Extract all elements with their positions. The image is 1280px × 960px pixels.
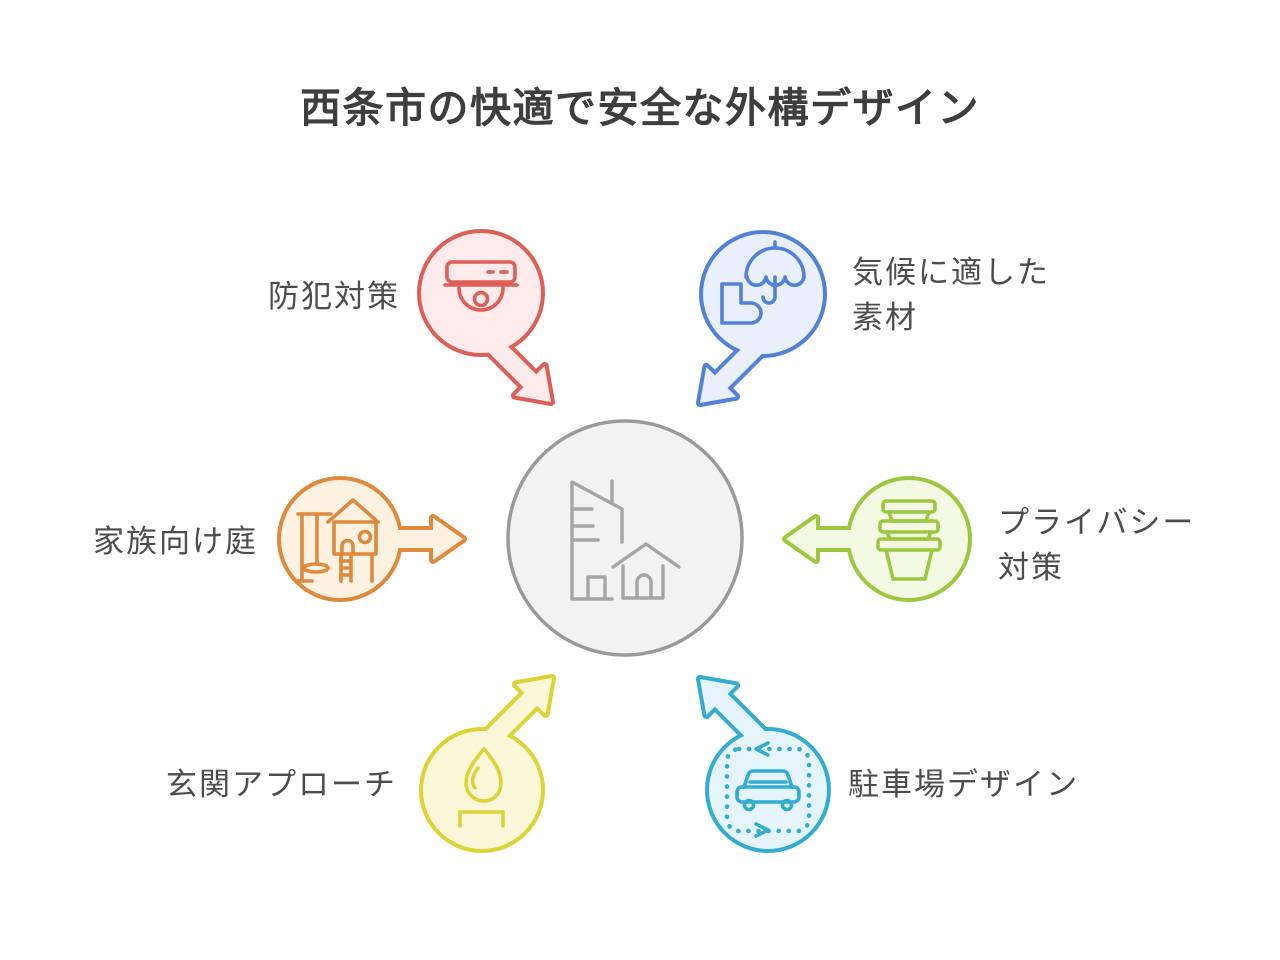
- buildings-icon: [570, 479, 681, 601]
- node-climate-materials: [696, 230, 827, 407]
- label-security: 防犯対策: [268, 279, 400, 314]
- playground-icon: [294, 498, 380, 583]
- label-privacy: プライバシー 対策: [998, 505, 1196, 585]
- label-family-garden: 家族向け庭: [93, 524, 258, 559]
- stacked-planters-icon: [876, 499, 942, 581]
- node-family-garden: [277, 476, 467, 602]
- page-title: 西条市の快適で安全な外構デザイン: [300, 85, 980, 131]
- center-circle: [506, 419, 744, 657]
- center-hub: [506, 419, 744, 657]
- label-parking-design: 駐車場デザイン: [848, 767, 1079, 802]
- security-camera-icon: [443, 260, 519, 312]
- node-privacy: [782, 476, 972, 602]
- node-parking-design: [696, 675, 831, 853]
- umbrella-rain-boot-icon: [720, 240, 806, 325]
- parking-car-icon: [724, 741, 812, 838]
- node-security: [417, 229, 555, 406]
- flame-icon: [458, 747, 505, 828]
- node-entrance-approach: [419, 674, 556, 853]
- label-climate-materials: 気候に適した 素材: [852, 255, 1050, 335]
- label-entrance-approach: 玄関アプローチ: [166, 767, 397, 802]
